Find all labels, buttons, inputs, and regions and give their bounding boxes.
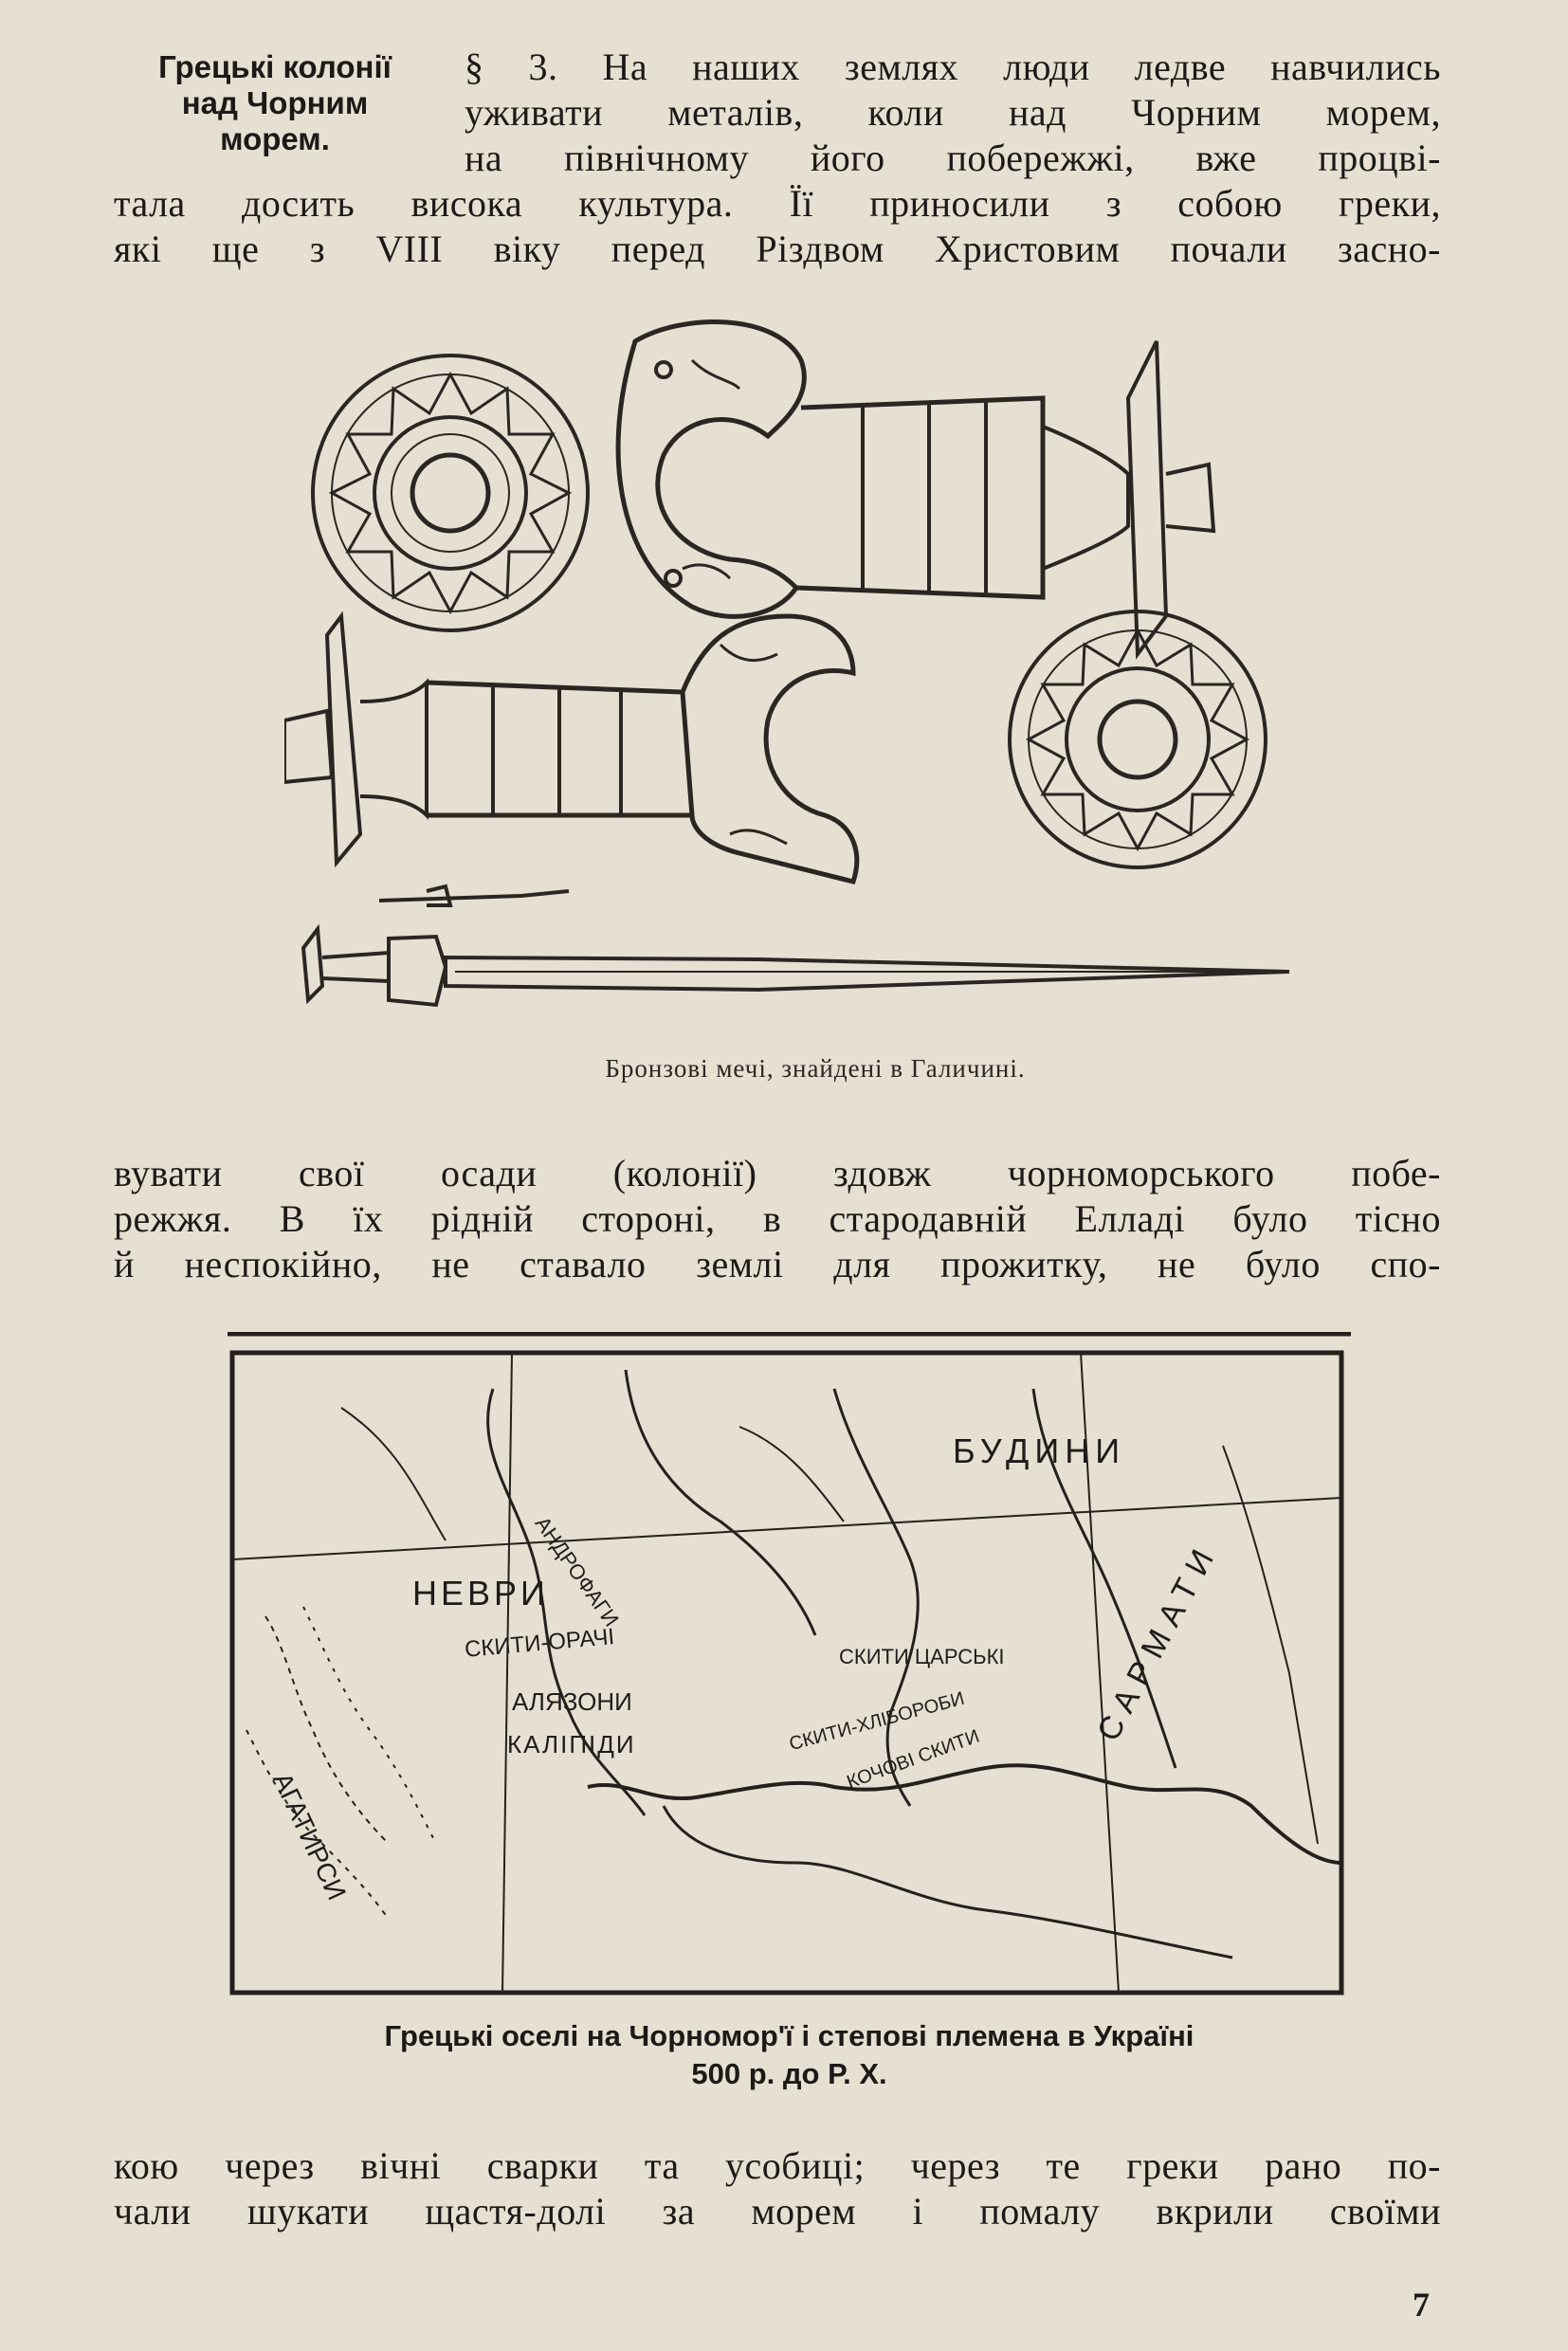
long-sword — [301, 923, 1290, 1008]
map-figure: БУДИНИ НЕВРИ АНДРОФАГИ СКИТИ-ОРАЧІ АЛЯЗО… — [228, 1332, 1351, 2024]
rosette-top-left — [311, 354, 590, 632]
map-label-budyny: БУДИНИ — [953, 1431, 1126, 1470]
rosette-bottom-right — [1008, 610, 1267, 869]
margin-heading-line: над Чорним — [181, 85, 369, 120]
text-line: уживати металів, коли над Чорним морем, — [465, 91, 1441, 134]
sword-hilt-bottom — [284, 611, 860, 884]
small-pin — [378, 884, 570, 907]
bronze-swords-illustration — [284, 319, 1290, 1008]
text-line: режжя. В їх рідній стороні, в стародавні… — [114, 1197, 1441, 1240]
map-label-nevry: НЕВРИ — [412, 1574, 549, 1613]
text-line: вувати свої осади (колонії) здовж чорном… — [114, 1152, 1441, 1194]
sword-hilt-top — [615, 319, 1216, 660]
figure-2-caption: Грецькі оселі на Чорномор'ї і степові пл… — [228, 2017, 1351, 2093]
map-label-alazony: АЛЯЗОНИ — [512, 1687, 632, 1716]
margin-heading-line: морем. — [220, 121, 330, 156]
text-line: тала досить висока культура. Її приносил… — [114, 182, 1441, 225]
figure-1-caption: Бронзові мечі, знайдені в Галичині. — [605, 1054, 1026, 1083]
map-drawing — [228, 1332, 1351, 1996]
figure-2-caption-line: 500 р. до Р. Х. — [691, 2057, 887, 2090]
page-number: 7 — [1413, 2286, 1430, 2324]
figure-2-caption-line: Грецькі оселі на Чорномор'ї і степові пл… — [384, 2019, 1194, 2052]
text-line: які ще з VIII віку перед Різдвом Христов… — [114, 228, 1441, 270]
text-line: й неспокійно, не ставало землі для прожи… — [114, 1243, 1441, 1285]
map-label-skyty-tsarski: СКИТИ ЦАРСЬКІ — [839, 1645, 1005, 1668]
margin-heading: Грецькі колонії над Чорним морем. — [114, 49, 436, 157]
map-label-kalipidy: КАЛІПІДИ — [507, 1730, 636, 1759]
margin-heading-line: Грецькі колонії — [158, 49, 392, 84]
text-line: кою через вічні сварки та усобиці; через… — [114, 2144, 1441, 2187]
text-line: на північному його побережжі, вже процві… — [465, 137, 1441, 179]
text-line: чали шукати щастя-долі за морем і помалу… — [114, 2190, 1441, 2233]
text-line: § 3. На наших землях люди ледве навчилис… — [465, 46, 1441, 88]
